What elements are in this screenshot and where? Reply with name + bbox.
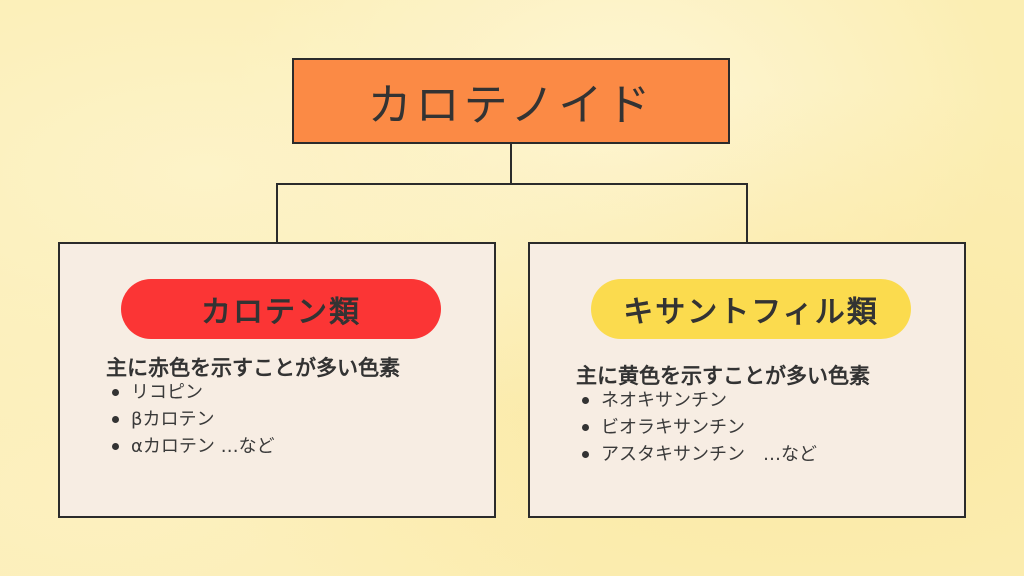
branch-title-pill: キサントフィル類 <box>591 279 911 339</box>
branch-title: カロテン類 <box>201 295 361 330</box>
bullet-icon <box>112 443 119 450</box>
connector-left <box>276 183 278 243</box>
branch-description: 主に黄色を示すことが多い色素 <box>576 364 870 388</box>
connector-horizontal <box>276 183 748 185</box>
list-item: リコピン <box>112 379 275 406</box>
list-item: αカロテン …など <box>112 433 275 460</box>
bullet-icon <box>112 416 119 423</box>
list-item: アスタキサンチン …など <box>582 441 817 468</box>
bullet-icon <box>582 424 589 431</box>
branch-title-pill: カロテン類 <box>121 279 441 339</box>
branch-panel-xanthophylls: キサントフィル類 主に黄色を示すことが多い色素 ネオキサンチン ビオラキサンチン… <box>528 242 966 518</box>
connector-right <box>746 183 748 243</box>
root-label: カロテノイド <box>367 80 655 131</box>
pigment-list: リコピン βカロテン αカロテン …など <box>112 379 275 460</box>
list-item: ビオラキサンチン <box>582 414 817 441</box>
pigment-list: ネオキサンチン ビオラキサンチン アスタキサンチン …など <box>582 387 817 468</box>
bullet-icon <box>582 451 589 458</box>
branch-panel-carotenes: カロテン類 主に赤色を示すことが多い色素 リコピン βカロテン αカロテン …な… <box>58 242 496 518</box>
bullet-icon <box>112 389 119 396</box>
list-item: βカロテン <box>112 406 275 433</box>
branch-title: キサントフィル類 <box>623 295 879 330</box>
connector-vertical-root <box>510 144 512 184</box>
list-item: ネオキサンチン <box>582 387 817 414</box>
branch-description: 主に赤色を示すことが多い色素 <box>106 356 400 380</box>
root-node-carotenoid: カロテノイド <box>292 58 730 144</box>
bullet-icon <box>582 397 589 404</box>
